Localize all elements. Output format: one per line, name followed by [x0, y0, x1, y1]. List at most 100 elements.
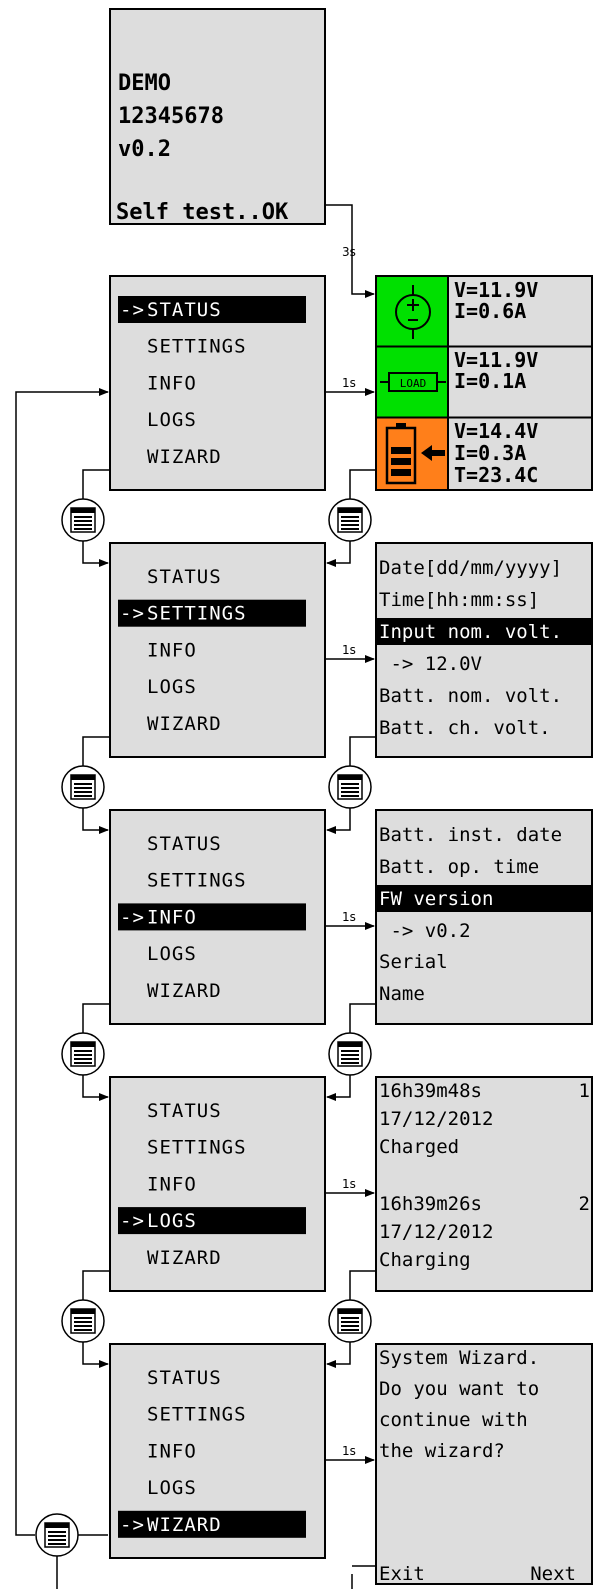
menu-item-status[interactable]: STATUS	[147, 1100, 222, 1122]
wizard-panel: System Wizard. Do you want to continue w…	[375, 1343, 593, 1585]
menu-selection-highlight	[118, 599, 306, 627]
info-highlight	[377, 885, 591, 912]
wizard-next-option[interactable]: Next	[530, 1563, 576, 1585]
menu-item-info[interactable]: INFO	[147, 906, 197, 928]
menu-button-icon	[61, 1299, 105, 1343]
battery-charging-icon	[385, 423, 445, 485]
info-line-5: Serial	[379, 951, 448, 973]
back-to-menu-arrow	[326, 1075, 351, 1101]
self-test-text: Self test..OK	[116, 200, 289, 225]
menu-selection-highlight	[118, 1207, 306, 1235]
menu-item-settings[interactable]: SETTINGS	[147, 336, 247, 358]
menu-item-logs[interactable]: LOGS	[147, 409, 197, 431]
settings-line-1: Date[dd/mm/yyyy]	[379, 557, 562, 579]
selection-arrow: ->	[120, 1514, 145, 1536]
menu-screen-status: ->STATUS SETTINGS INFO LOGS WIZARD	[109, 275, 326, 491]
open-delay-label: 1s	[342, 1177, 356, 1191]
load-icon: LOAD	[380, 372, 446, 392]
menu-item-info[interactable]: INFO	[147, 372, 197, 394]
log-1-date: 17/12/2012	[379, 1108, 493, 1130]
menu-button-icon	[61, 498, 105, 542]
menu-item-logs[interactable]: LOGS	[147, 1210, 197, 1232]
status-panel: LOAD V=11.9V I=0.6A V=11.9V I=0.1A V=14.…	[375, 275, 593, 491]
splash-line-1: DEMO	[118, 71, 171, 96]
loop-back-arrow	[15, 388, 109, 1536]
next-menu-arrow	[82, 1342, 109, 1368]
menu-item-settings[interactable]: SETTINGS	[147, 603, 247, 625]
back-to-menu-arrow	[326, 541, 351, 567]
menu-item-wizard[interactable]: WIZARD	[147, 713, 222, 735]
open-delay-label: 1s	[342, 376, 356, 390]
menu-item-status[interactable]: STATUS	[147, 299, 222, 321]
info-line-6: Name	[379, 983, 425, 1005]
menu-selection-highlight	[118, 903, 306, 931]
battery-voltage: V=14.4V	[454, 419, 538, 443]
wizard-line-1: System Wizard.	[379, 1347, 539, 1369]
menu-item-info[interactable]: INFO	[147, 1173, 197, 1195]
menu-item-info[interactable]: INFO	[147, 639, 197, 661]
menu-item-settings[interactable]: SETTINGS	[147, 870, 247, 892]
log-2-index: 2	[579, 1193, 590, 1215]
menu-item-settings[interactable]: SETTINGS	[147, 1137, 247, 1159]
load-voltage: V=11.9V	[454, 348, 538, 372]
menu-item-wizard[interactable]: WIZARD	[147, 1247, 222, 1269]
settings-line-3: Input nom. volt.	[379, 621, 562, 643]
menu-button-icon	[328, 1032, 372, 1076]
back-to-menu-arrow	[326, 1342, 351, 1368]
back-to-menu-arrow	[326, 808, 351, 834]
logs-panel: 16h39m48s 1 17/12/2012 Charged 16h39m26s…	[375, 1076, 593, 1292]
log-2-state: Charging	[379, 1249, 471, 1271]
menu-item-status[interactable]: STATUS	[147, 566, 222, 588]
log-1-time: 16h39m48s	[379, 1080, 482, 1102]
selection-arrow: ->	[120, 299, 145, 321]
splash-screen: DEMO 12345678 v0.2 Self test..OK	[109, 8, 326, 225]
wizard-line-3: continue with	[379, 1409, 528, 1431]
load-current: I=0.1A	[454, 369, 526, 393]
next-menu-arrow	[82, 541, 109, 567]
menu-item-status[interactable]: STATUS	[147, 833, 222, 855]
menu-button-icon	[328, 765, 372, 809]
menu-item-wizard[interactable]: WIZARD	[147, 1514, 222, 1536]
menu-item-status[interactable]: STATUS	[147, 1367, 222, 1389]
boot-transition-arrow	[325, 204, 375, 298]
splash-line-3: v0.2	[118, 137, 171, 162]
selection-arrow: ->	[120, 906, 145, 928]
menu-screens: ->STATUSSETTINGSINFOLOGSWIZARD1sSTATUS->…	[61, 275, 376, 1559]
info-line-3: FW version	[379, 888, 493, 910]
menu-screen-settings: STATUS->SETTINGS INFO LOGS WIZARD	[109, 542, 326, 758]
selection-arrow: ->	[120, 1210, 145, 1232]
menu-screen-info: STATUS SETTINGS->INFO LOGS WIZARD	[109, 809, 326, 1025]
log-1-state: Charged	[379, 1136, 459, 1158]
menu-button-icon	[328, 1299, 372, 1343]
splash-line-2: 12345678	[118, 104, 224, 129]
open-delay-label: 1s	[342, 643, 356, 657]
menu-screen-wizard: STATUS SETTINGS INFO LOGS->WIZARD	[109, 1343, 326, 1559]
input-current: I=0.6A	[454, 299, 526, 323]
input-voltage: V=11.9V	[454, 278, 538, 302]
battery-temperature: T=23.4C	[454, 463, 538, 487]
open-delay-label: 1s	[342, 1444, 356, 1458]
menu-button-icon	[61, 1032, 105, 1076]
menu-selection-highlight	[118, 296, 306, 323]
battery-current: I=0.3A	[454, 441, 526, 465]
info-line-1: Batt. inst. date	[379, 824, 562, 846]
menu-screen-logs: STATUS SETTINGS INFO->LOGS WIZARD	[109, 1076, 326, 1292]
menu-item-wizard[interactable]: WIZARD	[147, 980, 222, 1002]
wizard-line-2: Do you want to	[379, 1378, 539, 1400]
wizard-line-4: the wizard?	[379, 1440, 505, 1462]
menu-item-logs[interactable]: LOGS	[147, 943, 197, 965]
wizard-exit-option[interactable]: Exit	[379, 1563, 425, 1585]
selection-arrow: ->	[120, 603, 145, 625]
menu-item-info[interactable]: INFO	[147, 1440, 197, 1462]
open-delay-label: 1s	[342, 910, 356, 924]
settings-highlight	[377, 618, 591, 645]
menu-item-logs[interactable]: LOGS	[147, 1477, 197, 1499]
next-menu-arrow	[82, 808, 109, 834]
menu-button-icon	[328, 498, 372, 542]
menu-item-logs[interactable]: LOGS	[147, 676, 197, 698]
boot-delay-label: 3s	[342, 245, 356, 259]
menu-item-settings[interactable]: SETTINGS	[147, 1404, 247, 1426]
menu-item-wizard[interactable]: WIZARD	[147, 446, 222, 468]
settings-line-6: Batt. ch. volt.	[379, 717, 551, 739]
